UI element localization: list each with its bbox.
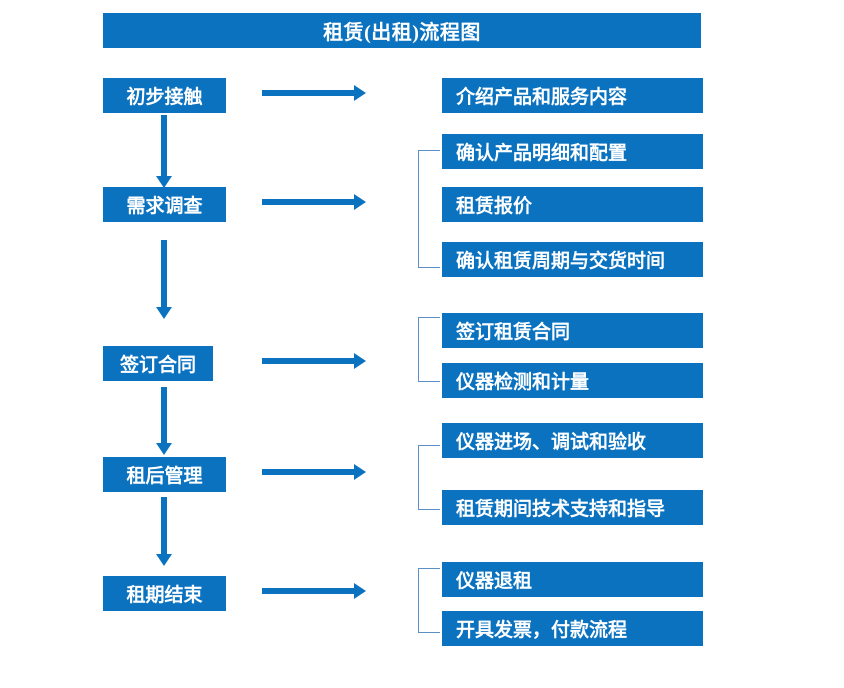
detail-node-1-1[interactable]: 介绍产品和服务内容 [442, 78, 703, 113]
detail-node-3-1-label: 签订租赁合同 [456, 322, 571, 343]
detail-node-2-1[interactable]: 确认产品明细和配置 [442, 134, 703, 169]
stage-node-3-label: 签订合同 [119, 355, 196, 376]
stage-node-3[interactable]: 签订合同 [103, 346, 213, 381]
detail-node-3-2-label: 仪器检测和计量 [456, 372, 590, 393]
detail-node-4-1-label: 仪器进场、调试和验收 [456, 432, 647, 453]
stage-node-2-label: 需求调查 [126, 196, 203, 217]
arrow-down-stage-3-to-4 [156, 387, 172, 455]
bracket-stage-4 [418, 445, 440, 510]
detail-node-3-1[interactable]: 签订租赁合同 [442, 313, 703, 348]
arrow-right-stage-2 [262, 194, 366, 210]
diagram-title: 租赁(出租)流程图 [103, 13, 701, 48]
arrow-down-stage-2-to-3 [156, 240, 172, 319]
stage-node-1-label: 初步接触 [126, 87, 203, 108]
detail-node-4-1[interactable]: 仪器进场、调试和验收 [442, 423, 703, 458]
arrow-right-stage-4 [262, 464, 366, 480]
arrow-down-stage-4-to-5 [156, 497, 172, 566]
arrow-right-stage-1 [262, 85, 366, 101]
stage-node-5-label: 租期结束 [126, 585, 203, 606]
stage-node-5[interactable]: 租期结束 [103, 576, 226, 611]
detail-node-5-2-label: 开具发票，付款流程 [456, 620, 628, 641]
detail-node-5-2[interactable]: 开具发票，付款流程 [442, 611, 703, 646]
detail-node-2-3[interactable]: 确认租赁周期与交货时间 [442, 242, 703, 277]
stage-node-2[interactable]: 需求调查 [103, 187, 226, 222]
detail-node-4-2[interactable]: 租赁期间技术支持和指导 [442, 490, 703, 525]
stage-node-1[interactable]: 初步接触 [103, 78, 226, 113]
detail-node-2-1-label: 确认产品明细和配置 [456, 143, 628, 164]
stage-node-4[interactable]: 租后管理 [103, 457, 226, 492]
arrow-down-stage-1-to-2 [156, 115, 172, 188]
stage-node-4-label: 租后管理 [126, 466, 203, 487]
detail-node-4-2-label: 租赁期间技术支持和指导 [456, 499, 666, 520]
arrow-right-stage-5 [262, 583, 366, 599]
detail-node-2-2-label: 租赁报价 [456, 196, 533, 217]
bracket-stage-5 [418, 568, 440, 633]
detail-node-1-1-label: 介绍产品和服务内容 [456, 87, 628, 108]
bracket-stage-2 [418, 150, 440, 268]
arrow-right-stage-3 [262, 353, 366, 369]
bracket-stage-3 [418, 317, 440, 382]
detail-node-5-1[interactable]: 仪器退租 [442, 562, 703, 597]
detail-node-5-1-label: 仪器退租 [456, 571, 533, 592]
detail-node-2-3-label: 确认租赁周期与交货时间 [456, 251, 666, 272]
detail-node-2-2[interactable]: 租赁报价 [442, 187, 703, 222]
detail-node-3-2[interactable]: 仪器检测和计量 [442, 363, 703, 398]
